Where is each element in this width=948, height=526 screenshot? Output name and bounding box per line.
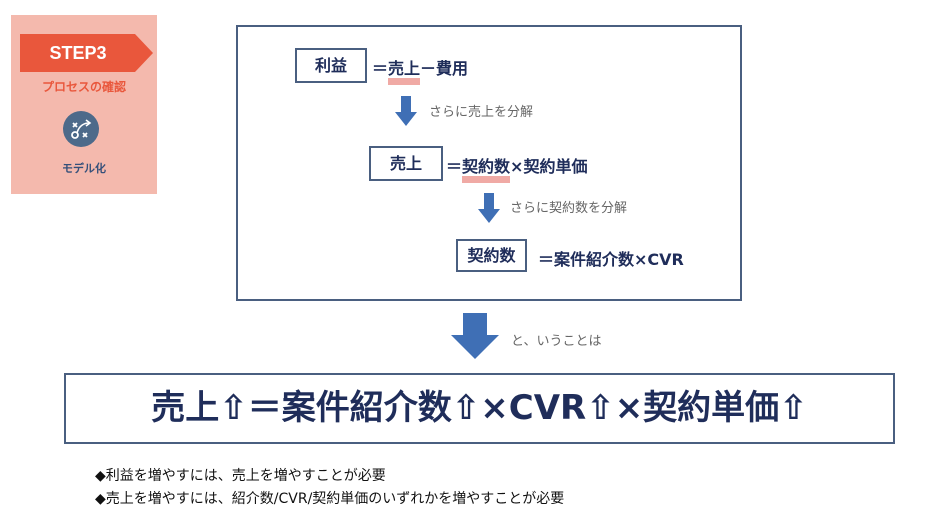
- key-formula: 売上⇧＝案件紹介数⇧×CVR⇧×契約単価⇧: [151, 388, 808, 428]
- decomposition-frame: [236, 25, 742, 301]
- step-subtitle: プロセスの確認: [41, 80, 126, 94]
- formula-frame: [64, 373, 895, 444]
- note-decompose-sales: さらに売上を分解: [429, 105, 534, 120]
- row2-equation: ＝契約数×契約単価: [446, 153, 588, 183]
- note-decompose-contracts: さらに契約数を分解: [510, 201, 628, 216]
- row2-rest: ×契約単価: [510, 157, 588, 176]
- down-arrow-1: [395, 96, 417, 126]
- step-arrow-shape: [20, 34, 153, 72]
- model-label: モデル化: [62, 162, 106, 175]
- sales-box: 売上: [369, 146, 443, 181]
- row2-eq: ＝: [446, 157, 463, 176]
- strategy-icon: [63, 111, 99, 147]
- row2-highlight: 契約数: [462, 157, 511, 183]
- profit-box: 利益: [295, 48, 367, 83]
- row1-eq: ＝: [372, 59, 389, 78]
- big-down-arrow: [451, 313, 499, 359]
- bullet-sales: ◆売上を増やすには、紹介数/CVR/契約単価のいずれかを増やすことが必要: [95, 491, 565, 507]
- row3-equation: ＝案件紹介数×CVR: [538, 250, 684, 269]
- bullet-profit: ◆利益を増やすには、売上を増やすことが必要: [95, 468, 386, 484]
- contracts-box: 契約数: [456, 239, 527, 272]
- connector-note: と、いうことは: [511, 334, 602, 349]
- row1-equation: ＝売上－費用: [372, 55, 469, 85]
- down-arrow-2: [478, 193, 500, 223]
- row1-rest: －費用: [420, 59, 469, 78]
- step-label: STEP3: [49, 43, 107, 63]
- row1-highlight: 売上: [388, 59, 421, 85]
